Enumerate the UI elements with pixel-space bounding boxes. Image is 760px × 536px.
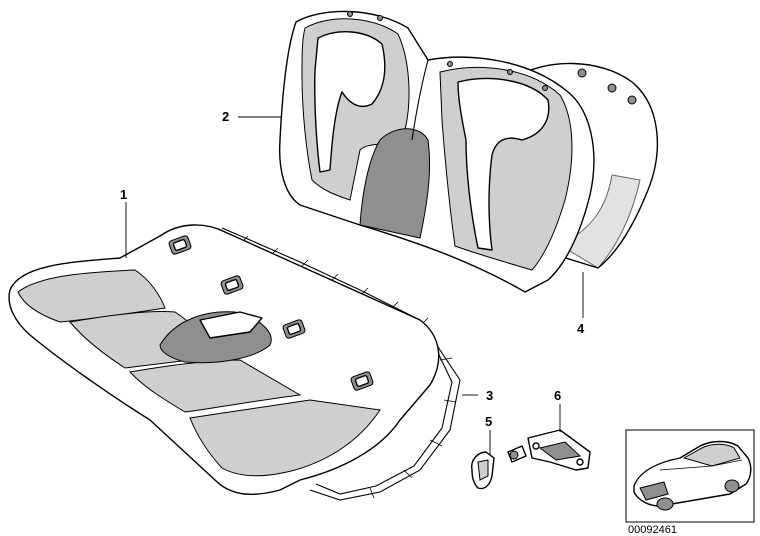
seat-cushion [8, 224, 440, 495]
callout-6: 6 [554, 388, 561, 403]
bracket-with-screw [507, 429, 591, 471]
rear-backrest [278, 10, 595, 293]
clip-part [471, 451, 495, 490]
callout-leaders [125, 116, 584, 455]
reference-number: 00092461 [628, 524, 677, 536]
callout-5: 5 [485, 414, 492, 429]
callout-1: 1 [120, 187, 127, 202]
vehicle-thumbnail [625, 429, 755, 523]
callout-3: 3 [486, 388, 493, 403]
callout-4: 4 [577, 321, 585, 336]
callout-2: 2 [222, 109, 229, 124]
car-icon [633, 440, 752, 511]
